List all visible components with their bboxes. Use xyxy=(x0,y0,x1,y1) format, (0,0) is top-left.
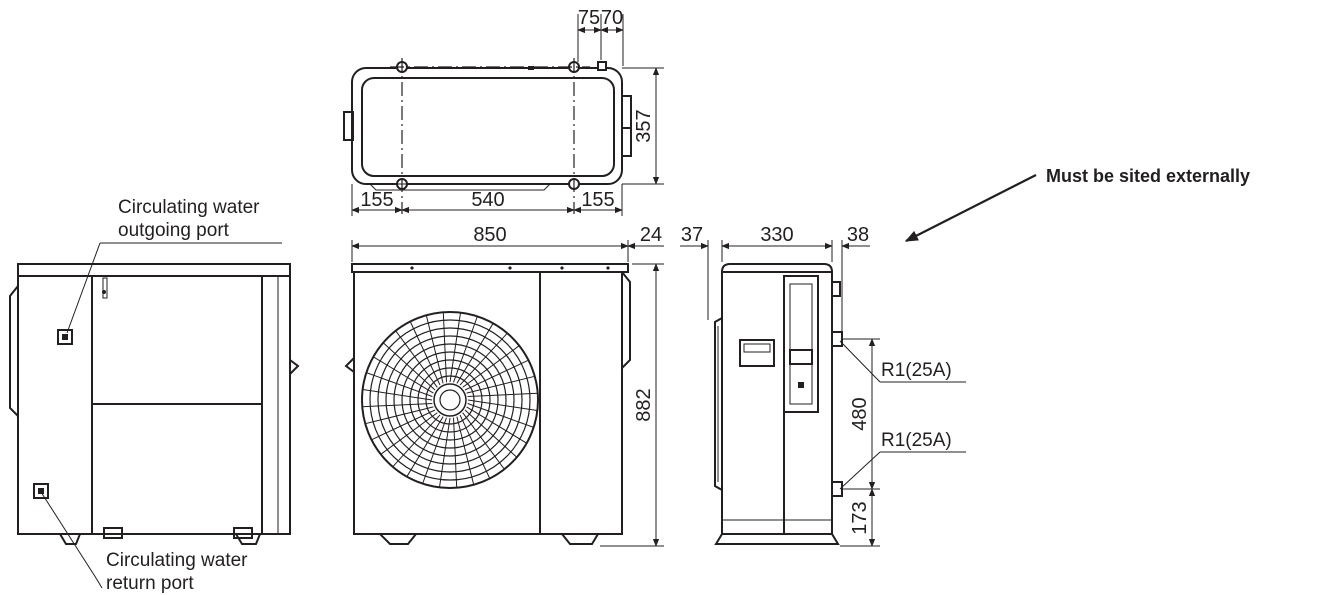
dim-155-left: 155 xyxy=(360,189,393,211)
return-port-leader xyxy=(40,491,97,579)
dim-37: 37 xyxy=(681,224,703,246)
top-view-tab-right-a xyxy=(621,95,632,129)
side-view-base xyxy=(714,533,840,545)
outgoing-port-leader xyxy=(66,242,101,334)
siting-note-text: Must be sited externally xyxy=(1046,166,1250,186)
dim-70: 70 xyxy=(601,7,623,29)
top-view-grille xyxy=(368,183,552,191)
dim-24: 24 xyxy=(640,224,662,246)
top-view-tab-left xyxy=(343,111,354,141)
dim-540: 540 xyxy=(471,189,504,211)
side-view-handle xyxy=(739,339,775,367)
top-view: 75 70 357 155 540 155 xyxy=(343,7,664,216)
siting-note: Must be sited externally xyxy=(904,166,1250,242)
fitting-label-upper: R1(25A) xyxy=(881,360,952,381)
top-view-casing xyxy=(351,67,623,185)
side-view-service-panel xyxy=(783,275,819,413)
fan-guard xyxy=(361,311,539,489)
side-view-terminal xyxy=(789,349,813,365)
top-view-tab-right-b xyxy=(621,127,632,157)
side-view-casing xyxy=(721,271,833,535)
side-view-valve xyxy=(831,281,841,297)
top-view-mark xyxy=(528,66,534,70)
dim-75: 75 xyxy=(578,7,600,29)
dim-357: 357 xyxy=(633,109,655,142)
rear-view-side-fold xyxy=(9,285,19,417)
outgoing-port-label-line1: Circulating water xyxy=(118,197,260,218)
top-view-inner-panel xyxy=(361,77,615,177)
dim-882: 882 xyxy=(633,388,655,421)
dim-850: 850 xyxy=(473,224,506,246)
front-view-foot xyxy=(561,533,599,545)
front-view-side-fold xyxy=(621,271,631,369)
front-view-foot xyxy=(379,533,417,545)
front-view: 850 24 882 xyxy=(344,224,664,547)
front-view-lid xyxy=(351,263,629,273)
side-view-pipe-upper xyxy=(831,331,843,347)
dim-330: 330 xyxy=(760,224,793,246)
return-port-label-line2: return port xyxy=(106,573,194,594)
siting-note-arrow xyxy=(904,174,1037,242)
side-view-cap xyxy=(720,263,834,273)
side-view: 37 330 38 480 173 R1(25A) R1(25A) xyxy=(680,224,966,547)
rear-view: Circulating water outgoing port Circulat… xyxy=(9,197,300,594)
side-view-guard xyxy=(714,317,723,491)
rear-view-lid xyxy=(17,263,291,277)
return-port-label-line1: Circulating water xyxy=(106,550,248,571)
dim-480: 480 xyxy=(849,397,871,430)
dim-173: 173 xyxy=(849,501,871,534)
top-view-pipe-stub xyxy=(597,61,607,71)
fitting-label-lower: R1(25A) xyxy=(881,430,952,451)
outgoing-port-label-line2: outgoing port xyxy=(118,220,230,241)
dim-155-right: 155 xyxy=(581,189,614,211)
dim-38: 38 xyxy=(847,224,869,246)
front-view-bracket xyxy=(344,357,355,373)
